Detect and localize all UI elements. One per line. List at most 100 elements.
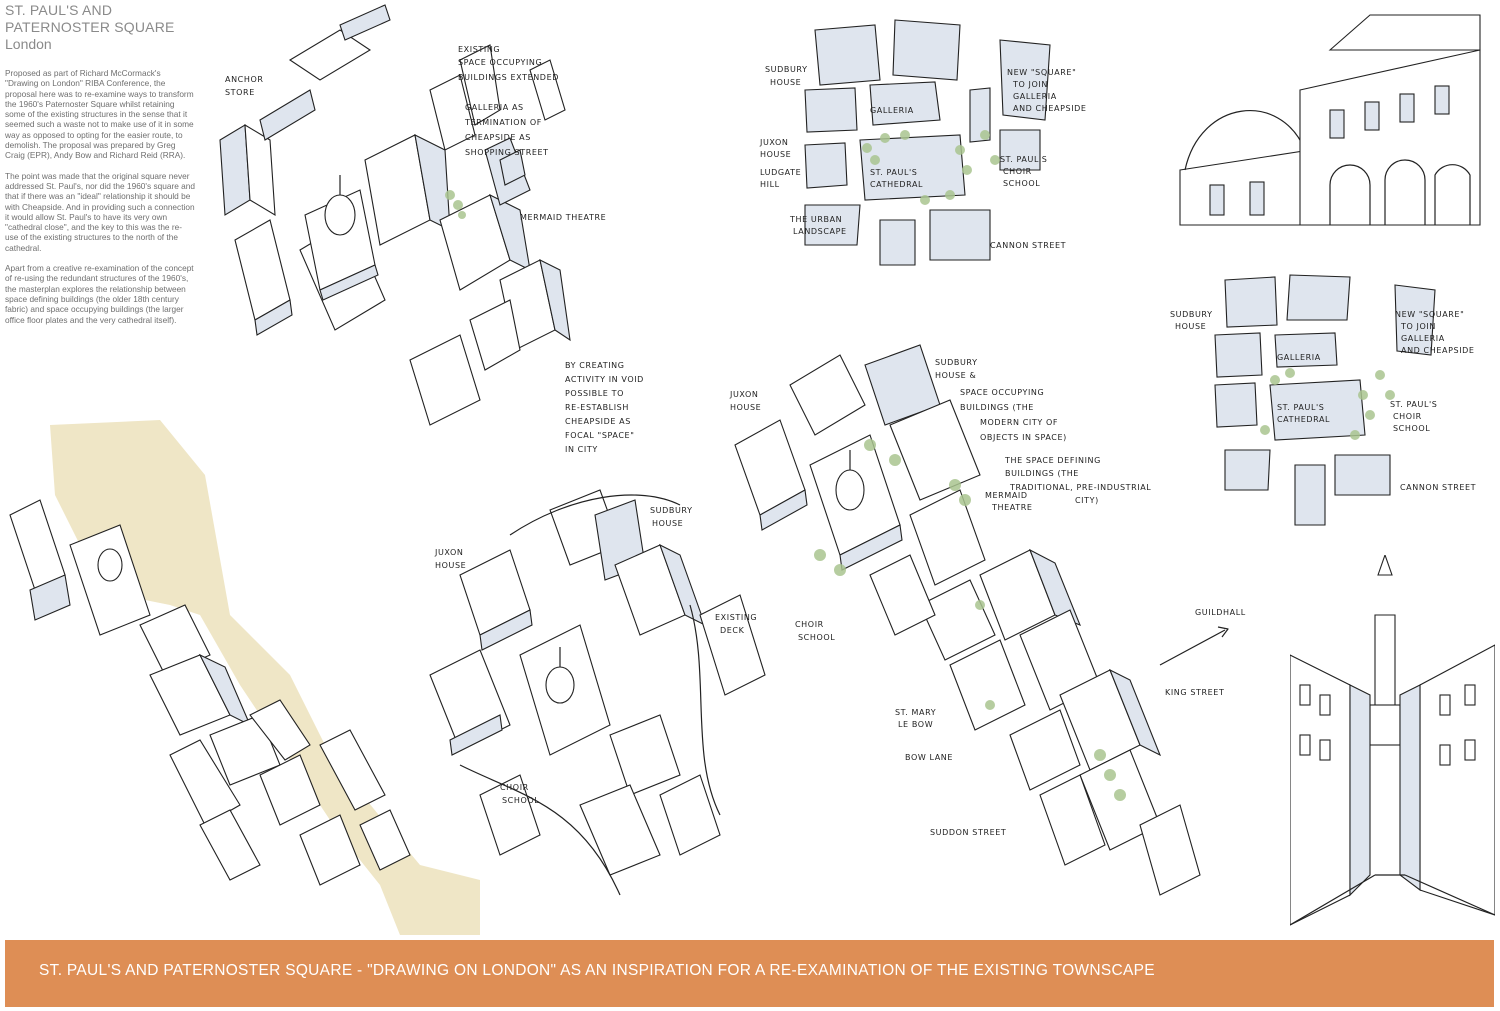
sketch1-note-5: BUILDINGS EXTENDED — [458, 73, 559, 82]
sketch1-note-10: MERMAID THEATRE — [520, 213, 606, 222]
sketch-trees — [445, 190, 466, 219]
plan1-note-6: AND CHEAPSIDE — [1013, 104, 1087, 113]
sketch3-note-2: HOUSE — [730, 403, 761, 412]
sketch3-note-12: CITY) — [1075, 496, 1099, 505]
sketch3-note-21: GUILDHALL — [1195, 608, 1246, 617]
plan2-note-12: SCHOOL — [1393, 424, 1430, 433]
plan1-note-12: ST. PAUL'S — [870, 168, 917, 177]
plan1-note-8: JUXON — [759, 138, 788, 147]
plan1-note-3: NEW "SQUARE" — [1007, 68, 1076, 77]
void-sketch — [9, 420, 480, 935]
plan2-note-13: CANNON STREET — [1400, 483, 1476, 492]
sketch1-note-4: SPACE OCCUPYING — [458, 58, 542, 67]
site-plan-2: SUDBURY HOUSE NEW "SQUARE" TO JOIN GALLE… — [1170, 274, 1476, 526]
sketch-buildings — [219, 4, 571, 426]
sketch3-trees — [814, 439, 1126, 801]
sketch3-note-4: HOUSE & — [935, 371, 976, 380]
sketch2-note-3: SUDBURY — [650, 506, 693, 515]
sketch1-note-11: BY CREATING — [565, 361, 625, 370]
plan1-note-5: GALLERIA — [1013, 92, 1057, 101]
sketch3-note-15: CHOIR — [795, 620, 824, 629]
sketch1-note-9: SHOPPING STREET — [465, 148, 549, 157]
intro-paragraph-1: Proposed as part of Richard McCormack's … — [5, 68, 194, 161]
sketch1-note-15: CHEAPSIDE AS — [565, 417, 631, 426]
aerial-sketch-galleria: ANCHOR STORE EXISTING SPACE OCCUPYING BU… — [219, 4, 644, 454]
sketch3-note-8: OBJECTS IN SPACE) — [980, 433, 1067, 442]
sketch3-note-10: BUILDINGS (THE — [1005, 469, 1079, 478]
sketch2-note-7: CHOIR — [500, 783, 529, 792]
aerial-sketch-juxon: JUXON HOUSE SUDBURY HOUSE EXISTING DECK … — [429, 489, 766, 896]
plan2-note-6: AND CHEAPSIDE — [1401, 346, 1475, 355]
plan2-note-2: HOUSE — [1175, 322, 1206, 331]
intro-paragraph-3: Apart from a creative re-examination of … — [5, 263, 194, 325]
plan1-note-2: HOUSE — [770, 78, 801, 87]
sketch3-note-9: THE SPACE DEFINING — [1004, 456, 1101, 465]
footer-banner: ST. PAUL'S AND PATERNOSTER SQUARE - "DRA… — [5, 940, 1494, 1007]
plan2-note-3: NEW "SQUARE" — [1395, 310, 1464, 319]
plan1-note-16: SCHOOL — [1003, 179, 1040, 188]
sketch2-note-5: EXISTING — [715, 613, 757, 622]
sketch1-note-12: ACTIVITY IN VOID — [565, 375, 644, 384]
plan1-note-14: ST. PAUL'S — [1000, 155, 1047, 164]
sketch3-note-1: JUXON — [729, 390, 758, 399]
sketch3-buildings — [734, 344, 1201, 896]
sketch3-note-13: MERMAID — [985, 491, 1028, 500]
sketch1-note-3: EXISTING — [458, 45, 500, 54]
sketch3-note-11: TRADITIONAL, PRE-INDUSTRIAL — [1009, 483, 1151, 492]
sketch2-buildings — [429, 489, 766, 876]
plan1-note-11: HILL — [760, 180, 780, 189]
sketch1-note-16: FOCAL "SPACE" — [565, 431, 634, 440]
plan2-note-4: TO JOIN — [1400, 322, 1436, 331]
plan2-note-1: SUDBURY — [1170, 310, 1213, 319]
intro-paragraph-2: The point was made that the original squ… — [5, 170, 195, 253]
elevation-sketch-classical — [1179, 14, 1481, 226]
plan2-blocks — [1214, 274, 1436, 526]
plan1-note-4: TO JOIN — [1012, 80, 1048, 89]
sketch1-note-17: IN CITY — [565, 445, 598, 454]
page-title-line2: PATERNOSTER SQUARE — [5, 19, 175, 35]
sketch3-note-20: KING STREET — [1165, 688, 1224, 697]
sketch3-note-16: SCHOOL — [798, 633, 835, 642]
plan2-note-7: GALLERIA — [1277, 353, 1321, 362]
sketch3-note-7: MODERN CITY OF — [980, 418, 1058, 427]
sketch3-note-6: BUILDINGS (THE — [960, 403, 1034, 412]
intro-text-block: ST. PAUL'S AND PATERNOSTER SQUARE London… — [5, 2, 195, 335]
sketch2-note-4: HOUSE — [652, 519, 683, 528]
plan1-note-18: LANDSCAPE — [793, 227, 847, 236]
sketch2-note-8: SCHOOL — [502, 796, 539, 805]
plan1-note-13: CATHEDRAL — [870, 180, 923, 189]
sketch2-note-1: JUXON — [434, 548, 463, 557]
sketch3-note-14: THEATRE — [991, 503, 1033, 512]
plan1-trees — [862, 130, 1000, 205]
sketch3-note-22: SUDDON STREET — [930, 828, 1006, 837]
sketch2-note-6: DECK — [720, 626, 745, 635]
sketch1-note-6: GALLERIA AS — [465, 103, 524, 112]
street-windows — [1299, 684, 1476, 766]
plan1-note-17: THE URBAN — [789, 215, 842, 224]
plan1-blocks — [804, 19, 1051, 266]
plan2-note-10: ST. PAUL'S — [1390, 400, 1437, 409]
plan2-note-5: GALLERIA — [1401, 334, 1445, 343]
sketch2-note-2: HOUSE — [435, 561, 466, 570]
plan1-note-7: GALLERIA — [870, 106, 914, 115]
sketch1-note-8: CHEAPSIDE AS — [465, 133, 531, 142]
plan2-note-8: ST. PAUL'S — [1277, 403, 1324, 412]
plan2-trees — [1260, 368, 1395, 440]
void-buildings — [9, 499, 411, 886]
elevation-windows — [1209, 85, 1471, 225]
sketch3-note-18: LE BOW — [898, 720, 933, 729]
sketch1-note-13: POSSIBLE TO — [565, 389, 624, 398]
plan2-note-9: CATHEDRAL — [1277, 415, 1330, 424]
sketch-cathedral — [304, 175, 379, 301]
sketch3-note-3: SUDBURY — [935, 358, 978, 367]
plan1-note-1: SUDBURY — [765, 65, 808, 74]
aerial-sketch-cheapside: JUXON HOUSE SUDBURY HOUSE & SPACE OCCUPY… — [729, 344, 1246, 896]
plan1-note-10: LUDGATE — [760, 168, 801, 177]
sketch1-note-7: TERMINATION OF — [464, 118, 542, 127]
page-location: London — [5, 36, 52, 52]
sketch1-note-2: STORE — [225, 88, 255, 97]
sketch1-note-1: ANCHOR — [225, 75, 264, 84]
sketch3-note-5: SPACE OCCUPYING — [960, 388, 1044, 397]
plan1-note-19: CANNON STREET — [990, 241, 1066, 250]
site-plan-1: SUDBURY HOUSE NEW "SQUARE" TO JOIN GALLE… — [759, 19, 1087, 266]
